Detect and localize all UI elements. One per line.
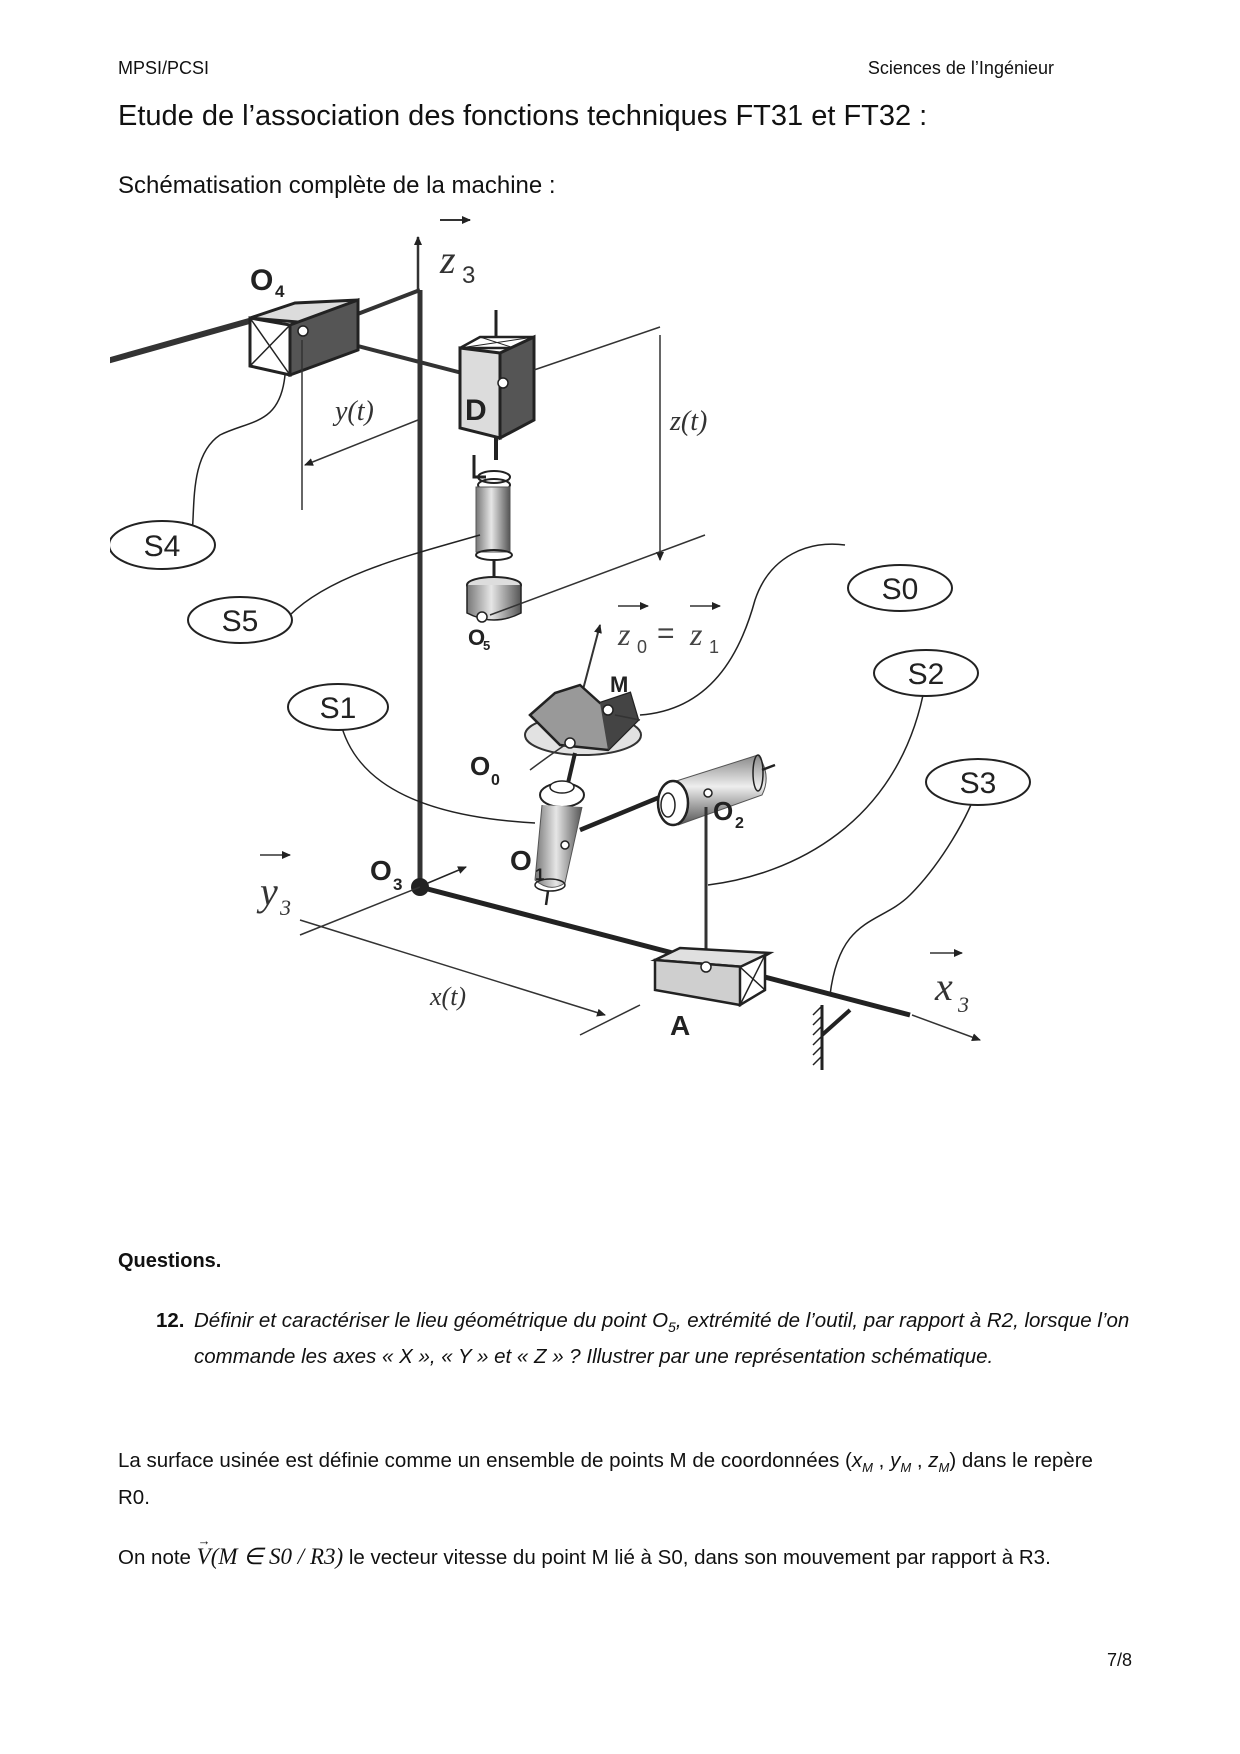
svg-text:S0: S0 (882, 573, 919, 606)
solid-label-s4: S4 (110, 520, 216, 570)
x3-arrow (911, 1014, 981, 1041)
svg-text:2: 2 (735, 815, 744, 832)
velocity-vector-formula: V(M ∈ S0 / R3) (197, 1526, 344, 1569)
svg-text:1: 1 (709, 637, 719, 657)
page-number: 7/8 (1106, 1650, 1132, 1670)
svg-text:0: 0 (637, 637, 647, 657)
leader-lines (191, 374, 979, 996)
svg-text:1: 1 (535, 865, 544, 884)
z0-z1-axis: z 0 = z 1 (574, 602, 721, 721)
rotary-axis-o1 (534, 780, 666, 906)
question-text: Définir et caractériser le lieu géométri… (194, 1309, 1130, 1369)
point-label-o2: O (713, 796, 733, 826)
point-label-o3: O (370, 855, 392, 886)
svg-text:3: 3 (393, 875, 402, 894)
svg-text:S1: S1 (320, 692, 357, 725)
x-rail (419, 884, 911, 1018)
y3-axis: y 3 (256, 851, 421, 936)
point-label-o5: O (468, 625, 485, 650)
z3-sub: 3 (462, 262, 475, 289)
svg-text:z: z (617, 616, 631, 652)
z-dimension-label: z(t) (669, 406, 707, 437)
y-dimension-arrow (304, 419, 419, 466)
questions-heading: Questions. (118, 1250, 222, 1272)
section-subtitle: Schématisation complète de la machine : (118, 172, 556, 199)
svg-text:4: 4 (275, 282, 285, 301)
workpiece-s0 (524, 683, 642, 784)
svg-text:5: 5 (483, 638, 490, 653)
machine-kinematic-diagram: z 3 O 4 y(t) D z(t) (110, 216, 1031, 1070)
solid-label-s3: S3 (925, 758, 1031, 806)
z3-axis: z 3 (414, 216, 475, 290)
paragraph-velocity-notation: On note V(M ∈ S0 / R3) le vecteur vitess… (118, 1526, 1128, 1573)
svg-text:3: 3 (279, 895, 291, 920)
x3-label: x (934, 964, 953, 1009)
point-label-o0: O (470, 751, 490, 781)
question-12: 12. Définir et caractériser le lieu géom… (156, 1306, 1146, 1371)
solid-label-s1: S1 (287, 683, 389, 731)
question-number: 12. (156, 1309, 185, 1332)
svg-text:S5: S5 (222, 605, 259, 638)
y-rail (110, 315, 261, 364)
svg-text:y: y (256, 869, 278, 914)
solid-label-s2: S2 (873, 649, 979, 697)
point-label-o4: O (250, 264, 273, 297)
ground-frame (812, 1005, 852, 1070)
point-label-o1: O (510, 845, 532, 876)
header-course: MPSI/PCSI (118, 58, 210, 78)
slider-box-o4 (248, 297, 360, 378)
point-label-d: D (465, 394, 487, 427)
spindle-s5 (466, 455, 706, 623)
paragraph-surface-definition: La surface usinée est définie comme un e… (118, 1449, 1093, 1510)
svg-text:=: = (657, 617, 675, 650)
x-dimension-arrow (299, 919, 606, 1017)
svg-text:S4: S4 (144, 530, 181, 563)
solid-label-s0: S0 (847, 564, 953, 612)
slider-box-d (458, 310, 661, 460)
y-dimension-label: y(t) (332, 396, 374, 427)
svg-text:S3: S3 (960, 767, 997, 800)
header-subject: Sciences de l’Ingénieur (867, 58, 1054, 78)
solid-label-s5: S5 (187, 596, 293, 644)
page-title: Etude de l’association des fonctions tec… (118, 100, 928, 132)
rotary-axis-o2 (656, 754, 776, 957)
svg-text:z: z (689, 616, 703, 652)
x-dimension-label: x(t) (429, 982, 466, 1011)
z3-label: z (439, 237, 456, 282)
point-label-m: M (610, 672, 628, 697)
point-label-a: A (670, 1010, 690, 1041)
svg-text:3: 3 (957, 992, 969, 1017)
svg-text:S2: S2 (908, 658, 945, 691)
slider-box-a (650, 946, 775, 1008)
svg-text:0: 0 (491, 772, 500, 789)
